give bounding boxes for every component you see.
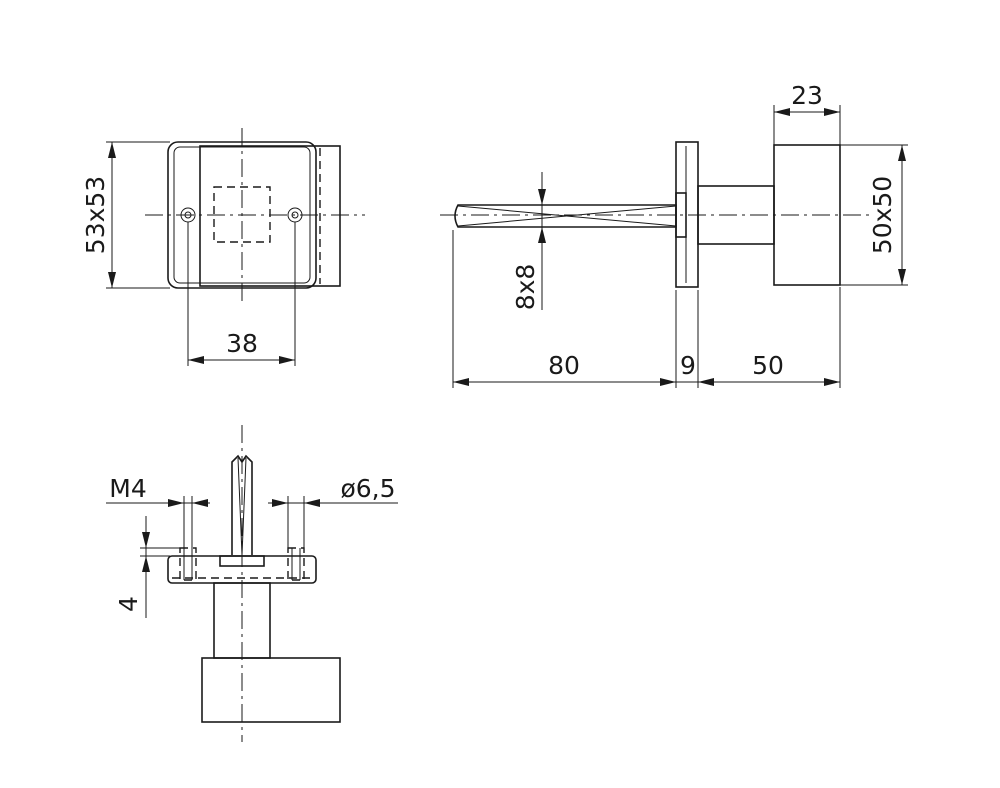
side-dim-right-arrow-bottom — [898, 269, 906, 285]
side-dim-length-label: 80 — [548, 351, 580, 380]
side-dim-length-arrow-right — [660, 378, 676, 386]
front-plate-inner — [173, 146, 311, 284]
bottom-view: M4 ø6,5 4 — [106, 425, 398, 742]
bottom-dim-hole-arrow-right — [304, 499, 320, 507]
side-dim-top-arrow-right — [824, 108, 840, 116]
side-dim-length-arrow-left — [453, 378, 469, 386]
side-flange-nut — [675, 192, 687, 238]
bottom-dim-thread-arrow-left — [168, 499, 184, 507]
bottom-shaft-line-2 — [241, 457, 247, 556]
front-dim-height-arrow-bottom — [108, 272, 116, 288]
side-dim-body-label: 50 — [752, 351, 784, 380]
front-dim-width-arrow-right — [279, 356, 295, 364]
side-shaft-cross-2 — [457, 205, 677, 227]
bottom-screw-left — [179, 547, 197, 581]
front-dim-height-arrow-top — [108, 142, 116, 158]
bottom-dim-thread-arrow-right — [192, 499, 208, 507]
bottom-screw-right — [287, 547, 305, 581]
front-view: 53x53 38 — [81, 128, 365, 366]
bottom-dim-hole-label: ø6,5 — [340, 474, 395, 503]
front-back-plate — [199, 145, 341, 287]
bottom-body — [201, 657, 341, 723]
side-dim-top-arrow-left — [774, 108, 790, 116]
bottom-dim-depth-arrow-bottom — [142, 556, 150, 572]
bottom-shaft — [231, 454, 253, 555]
side-shaft — [454, 204, 677, 228]
front-shaft-square — [213, 186, 271, 243]
side-dim-flange-label: 9 — [680, 351, 696, 380]
side-dim-shaft-arrow-top — [538, 189, 546, 205]
bottom-shaft-nut — [219, 555, 265, 567]
side-dim-body-arrow-left — [698, 378, 714, 386]
side-dim-shaft-label: 8x8 — [511, 264, 540, 311]
side-dim-right-arrow-top — [898, 145, 906, 161]
side-body — [773, 144, 841, 286]
bottom-dim-hole-arrow-left — [272, 499, 288, 507]
front-dim-width-label: 38 — [226, 329, 258, 358]
side-dim-right-label: 50x50 — [868, 176, 897, 254]
bottom-shaft-line-1 — [237, 457, 243, 556]
side-dim-shaft-arrow-bottom — [538, 227, 546, 243]
front-plate-outer — [167, 141, 317, 289]
bottom-dim-depth-label: 4 — [114, 596, 143, 612]
side-view: 23 50x50 8x8 80 9 50 — [440, 81, 908, 388]
side-dim-top-label: 23 — [791, 81, 823, 110]
side-dim-body-arrow-right — [824, 378, 840, 386]
bottom-dim-thread-label: M4 — [109, 474, 146, 503]
front-dim-height-label: 53x53 — [81, 176, 110, 254]
bottom-dim-depth-arrow-top — [142, 532, 150, 548]
front-dim-width-arrow-left — [188, 356, 204, 364]
